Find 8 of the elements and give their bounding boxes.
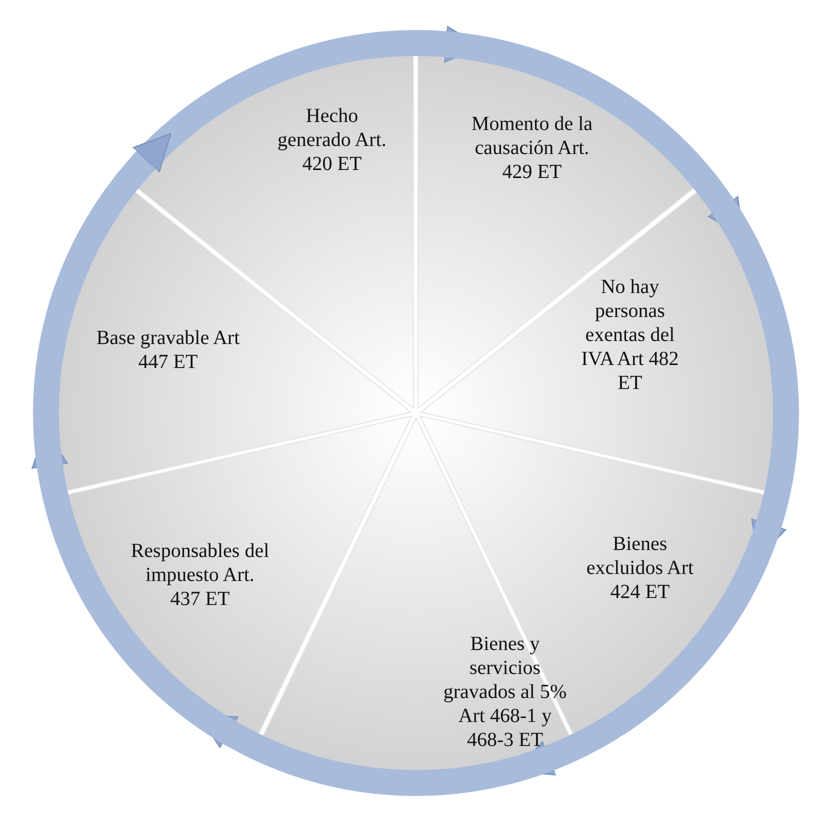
segment-label: Bienes y servicios gravados al 5% Art 468-1 y 468-3 ET	[442, 632, 568, 752]
segment-label: Momento de la causación Art. 429 ET	[470, 112, 594, 184]
segment-label: Bienes excluidos Art 424 ET	[585, 532, 695, 604]
segment-label: Hecho generado Art. 420 ET	[276, 104, 388, 176]
curved-arrow	[33, 132, 170, 472]
segment-label: Base gravable Art 447 ET	[95, 326, 241, 374]
segment-label: Responsables del impuesto Art. 437 ET	[130, 538, 270, 611]
segment-label: No hay personas exentas del IVA Art 482 ET	[580, 274, 680, 395]
